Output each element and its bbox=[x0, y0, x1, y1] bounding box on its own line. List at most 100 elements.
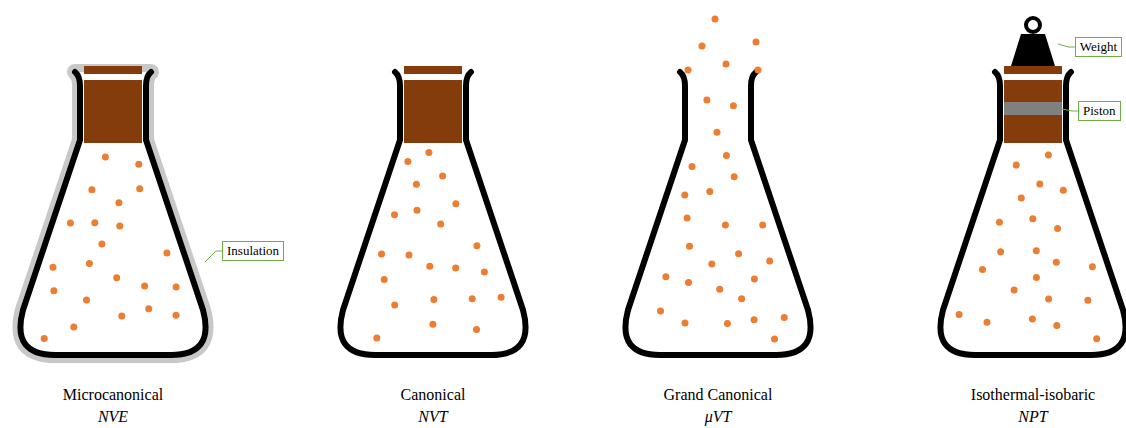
particle bbox=[98, 241, 105, 248]
particle bbox=[751, 316, 758, 323]
particle bbox=[1045, 296, 1052, 303]
particle bbox=[771, 336, 778, 343]
particle bbox=[723, 61, 730, 68]
leader-line bbox=[205, 251, 222, 262]
particle bbox=[473, 326, 480, 333]
particle bbox=[1036, 181, 1043, 188]
particle bbox=[979, 266, 986, 273]
particle bbox=[703, 97, 710, 104]
callout-text: Insulation bbox=[227, 243, 279, 258]
weight bbox=[1011, 34, 1055, 66]
particle bbox=[50, 287, 57, 294]
particle bbox=[83, 297, 90, 304]
leader-line bbox=[1062, 109, 1078, 111]
particle bbox=[1018, 195, 1025, 202]
particle bbox=[113, 274, 120, 281]
particle bbox=[381, 276, 388, 283]
particle bbox=[437, 221, 444, 228]
particle bbox=[481, 269, 488, 276]
ensemble-name: Grand Canonical bbox=[664, 386, 773, 404]
particle bbox=[86, 260, 93, 267]
flask bbox=[940, 72, 1125, 355]
particle bbox=[469, 295, 476, 302]
stopper bbox=[404, 80, 462, 143]
particle bbox=[141, 283, 148, 290]
particle bbox=[135, 161, 142, 168]
particle bbox=[1011, 286, 1018, 293]
particle bbox=[429, 321, 436, 328]
particle bbox=[1033, 247, 1040, 254]
particle bbox=[1045, 152, 1052, 159]
particle bbox=[662, 273, 669, 280]
particle bbox=[1089, 263, 1096, 270]
particle bbox=[1053, 259, 1060, 266]
stopper-top bbox=[84, 66, 142, 74]
particle bbox=[391, 211, 398, 218]
particle bbox=[735, 250, 742, 257]
particle bbox=[706, 188, 713, 195]
particle bbox=[1093, 335, 1100, 342]
ensemble-name: Isothermal-isobaric bbox=[971, 386, 1095, 404]
particle bbox=[414, 207, 421, 214]
particle bbox=[118, 313, 125, 320]
particle bbox=[116, 222, 123, 229]
particle bbox=[723, 152, 730, 159]
particle bbox=[1013, 162, 1020, 169]
ensemble-symbol: μVT bbox=[705, 408, 732, 426]
particle bbox=[498, 294, 505, 301]
particle bbox=[682, 320, 689, 327]
insulation-layer bbox=[20, 72, 205, 355]
particle bbox=[708, 261, 715, 268]
stopper bbox=[84, 80, 142, 143]
particle bbox=[766, 258, 773, 265]
particle bbox=[759, 222, 766, 229]
particle bbox=[712, 16, 719, 23]
particle bbox=[373, 335, 380, 342]
piston bbox=[1004, 102, 1062, 115]
ensemble-name: Microcanonical bbox=[63, 386, 163, 404]
particle bbox=[425, 149, 432, 156]
particle bbox=[145, 305, 152, 312]
particle bbox=[41, 335, 48, 342]
stopper-top bbox=[404, 66, 462, 74]
leader-line bbox=[1058, 44, 1075, 47]
particle bbox=[173, 284, 180, 291]
particle bbox=[753, 39, 760, 46]
particle bbox=[1033, 274, 1040, 281]
particle bbox=[738, 295, 745, 302]
particle bbox=[115, 199, 122, 206]
particle bbox=[716, 286, 723, 293]
particle bbox=[686, 243, 693, 250]
particle bbox=[102, 153, 109, 160]
particle bbox=[1053, 322, 1060, 329]
weight-ring bbox=[1026, 18, 1040, 32]
particle bbox=[173, 312, 180, 319]
particle bbox=[67, 220, 74, 227]
ensemble-symbol: NVE bbox=[98, 408, 128, 426]
particle bbox=[473, 242, 480, 249]
particle bbox=[751, 276, 758, 283]
particle bbox=[430, 296, 437, 303]
particle bbox=[722, 222, 729, 229]
particle bbox=[731, 173, 738, 180]
particle bbox=[685, 67, 692, 74]
particle bbox=[996, 219, 1003, 226]
particle bbox=[657, 308, 664, 315]
particle bbox=[88, 186, 95, 193]
callout-text: Piston bbox=[1083, 103, 1116, 118]
particle bbox=[1029, 215, 1036, 222]
particle bbox=[699, 43, 706, 50]
stopper-top bbox=[1004, 66, 1062, 74]
particle bbox=[1029, 316, 1036, 323]
particle bbox=[997, 248, 1004, 255]
flask bbox=[20, 72, 205, 355]
ensemble-symbol: NVT bbox=[418, 408, 447, 426]
particle bbox=[452, 200, 459, 207]
callout-box: Piston bbox=[1078, 101, 1121, 121]
particle bbox=[681, 192, 688, 199]
particle bbox=[724, 320, 731, 327]
particle bbox=[452, 264, 459, 271]
particle bbox=[984, 319, 991, 326]
particle bbox=[404, 158, 411, 165]
